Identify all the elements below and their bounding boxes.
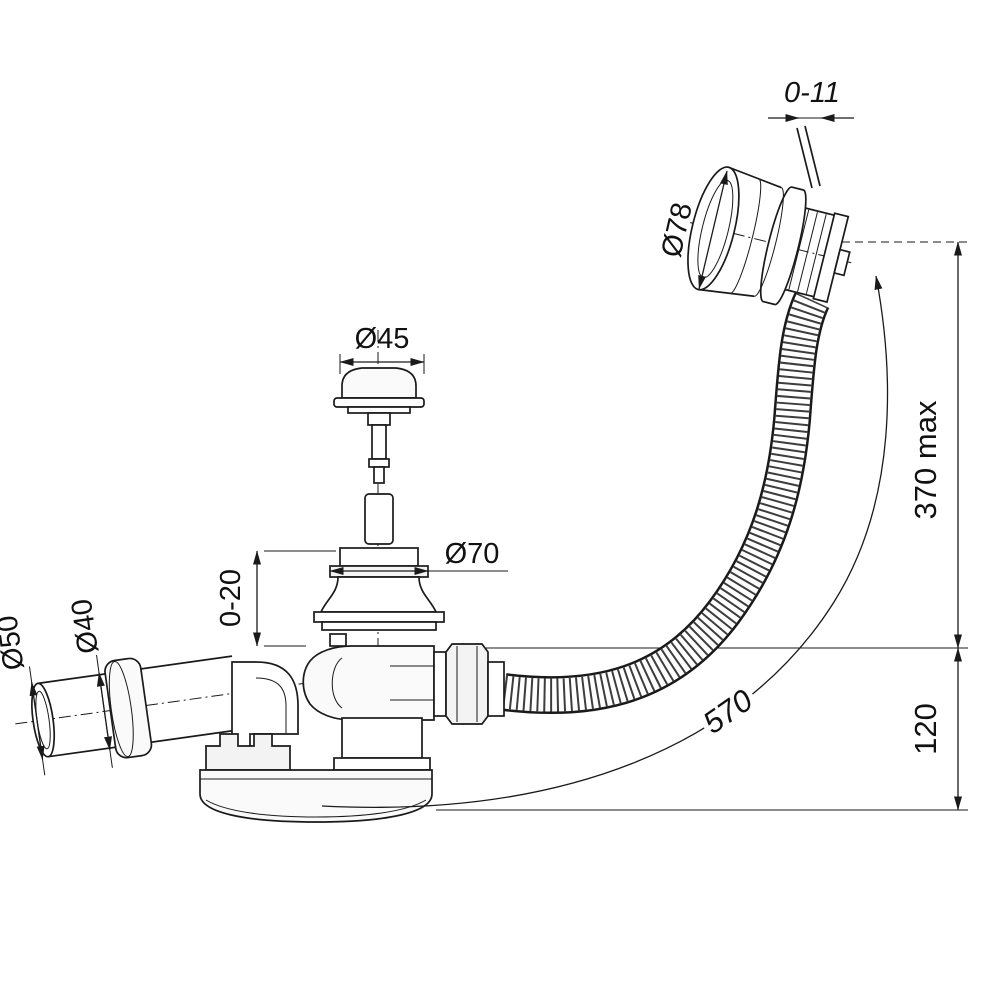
overflow-screw (833, 248, 851, 277)
waste-tee-body (302, 633, 505, 725)
overflow-flange-ring (759, 186, 807, 306)
plug-cap (341, 367, 417, 399)
outlet-pipe-diameter-label: Ø40 (66, 597, 105, 656)
dim-overall-height: 370 max (908, 241, 962, 649)
overflow-cap-assembly (687, 166, 856, 306)
flange-bell (319, 576, 438, 613)
plug-assembly: Ø45 (333, 323, 425, 545)
overflow-adjust-label: 0-11 (784, 77, 840, 109)
tee-hex-nut (445, 643, 489, 725)
dim-trap-depth: 120 (908, 647, 962, 811)
dim-overflow-adjust: 0-11 (768, 77, 854, 189)
flange-height-label: 0-20 (215, 569, 247, 627)
bottle-trap (199, 717, 433, 823)
dim-outlet-pipe-diameter: Ø40 (66, 597, 113, 768)
plug-diameter-label: Ø45 (355, 323, 410, 355)
waste-flange-assembly: Ø70 (313, 538, 508, 631)
flange-diameter-label: Ø70 (445, 538, 500, 570)
outlet-elbow (231, 661, 299, 749)
hose-length-label: 570 (696, 682, 758, 740)
plug-adapter (364, 493, 394, 545)
trap-castellated-nut (205, 733, 291, 771)
trap-ribbed-nut (341, 717, 423, 759)
overall-height-label: 370 max (908, 400, 943, 519)
plug-stem (371, 424, 387, 460)
tee-hose-stub (487, 661, 505, 717)
tee-clip (329, 633, 347, 647)
dim-flange-height: 0-20 (215, 550, 336, 647)
outlet-end-diameter-label: Ø50 (0, 613, 31, 672)
flexible-overflow-hose (501, 291, 830, 715)
trap-depth-label: 120 (908, 703, 943, 755)
reference-lines (377, 241, 968, 818)
trap-bowl (199, 769, 433, 823)
flange-threaded-collar (339, 547, 419, 567)
outlet-pipe-end (31, 682, 56, 758)
